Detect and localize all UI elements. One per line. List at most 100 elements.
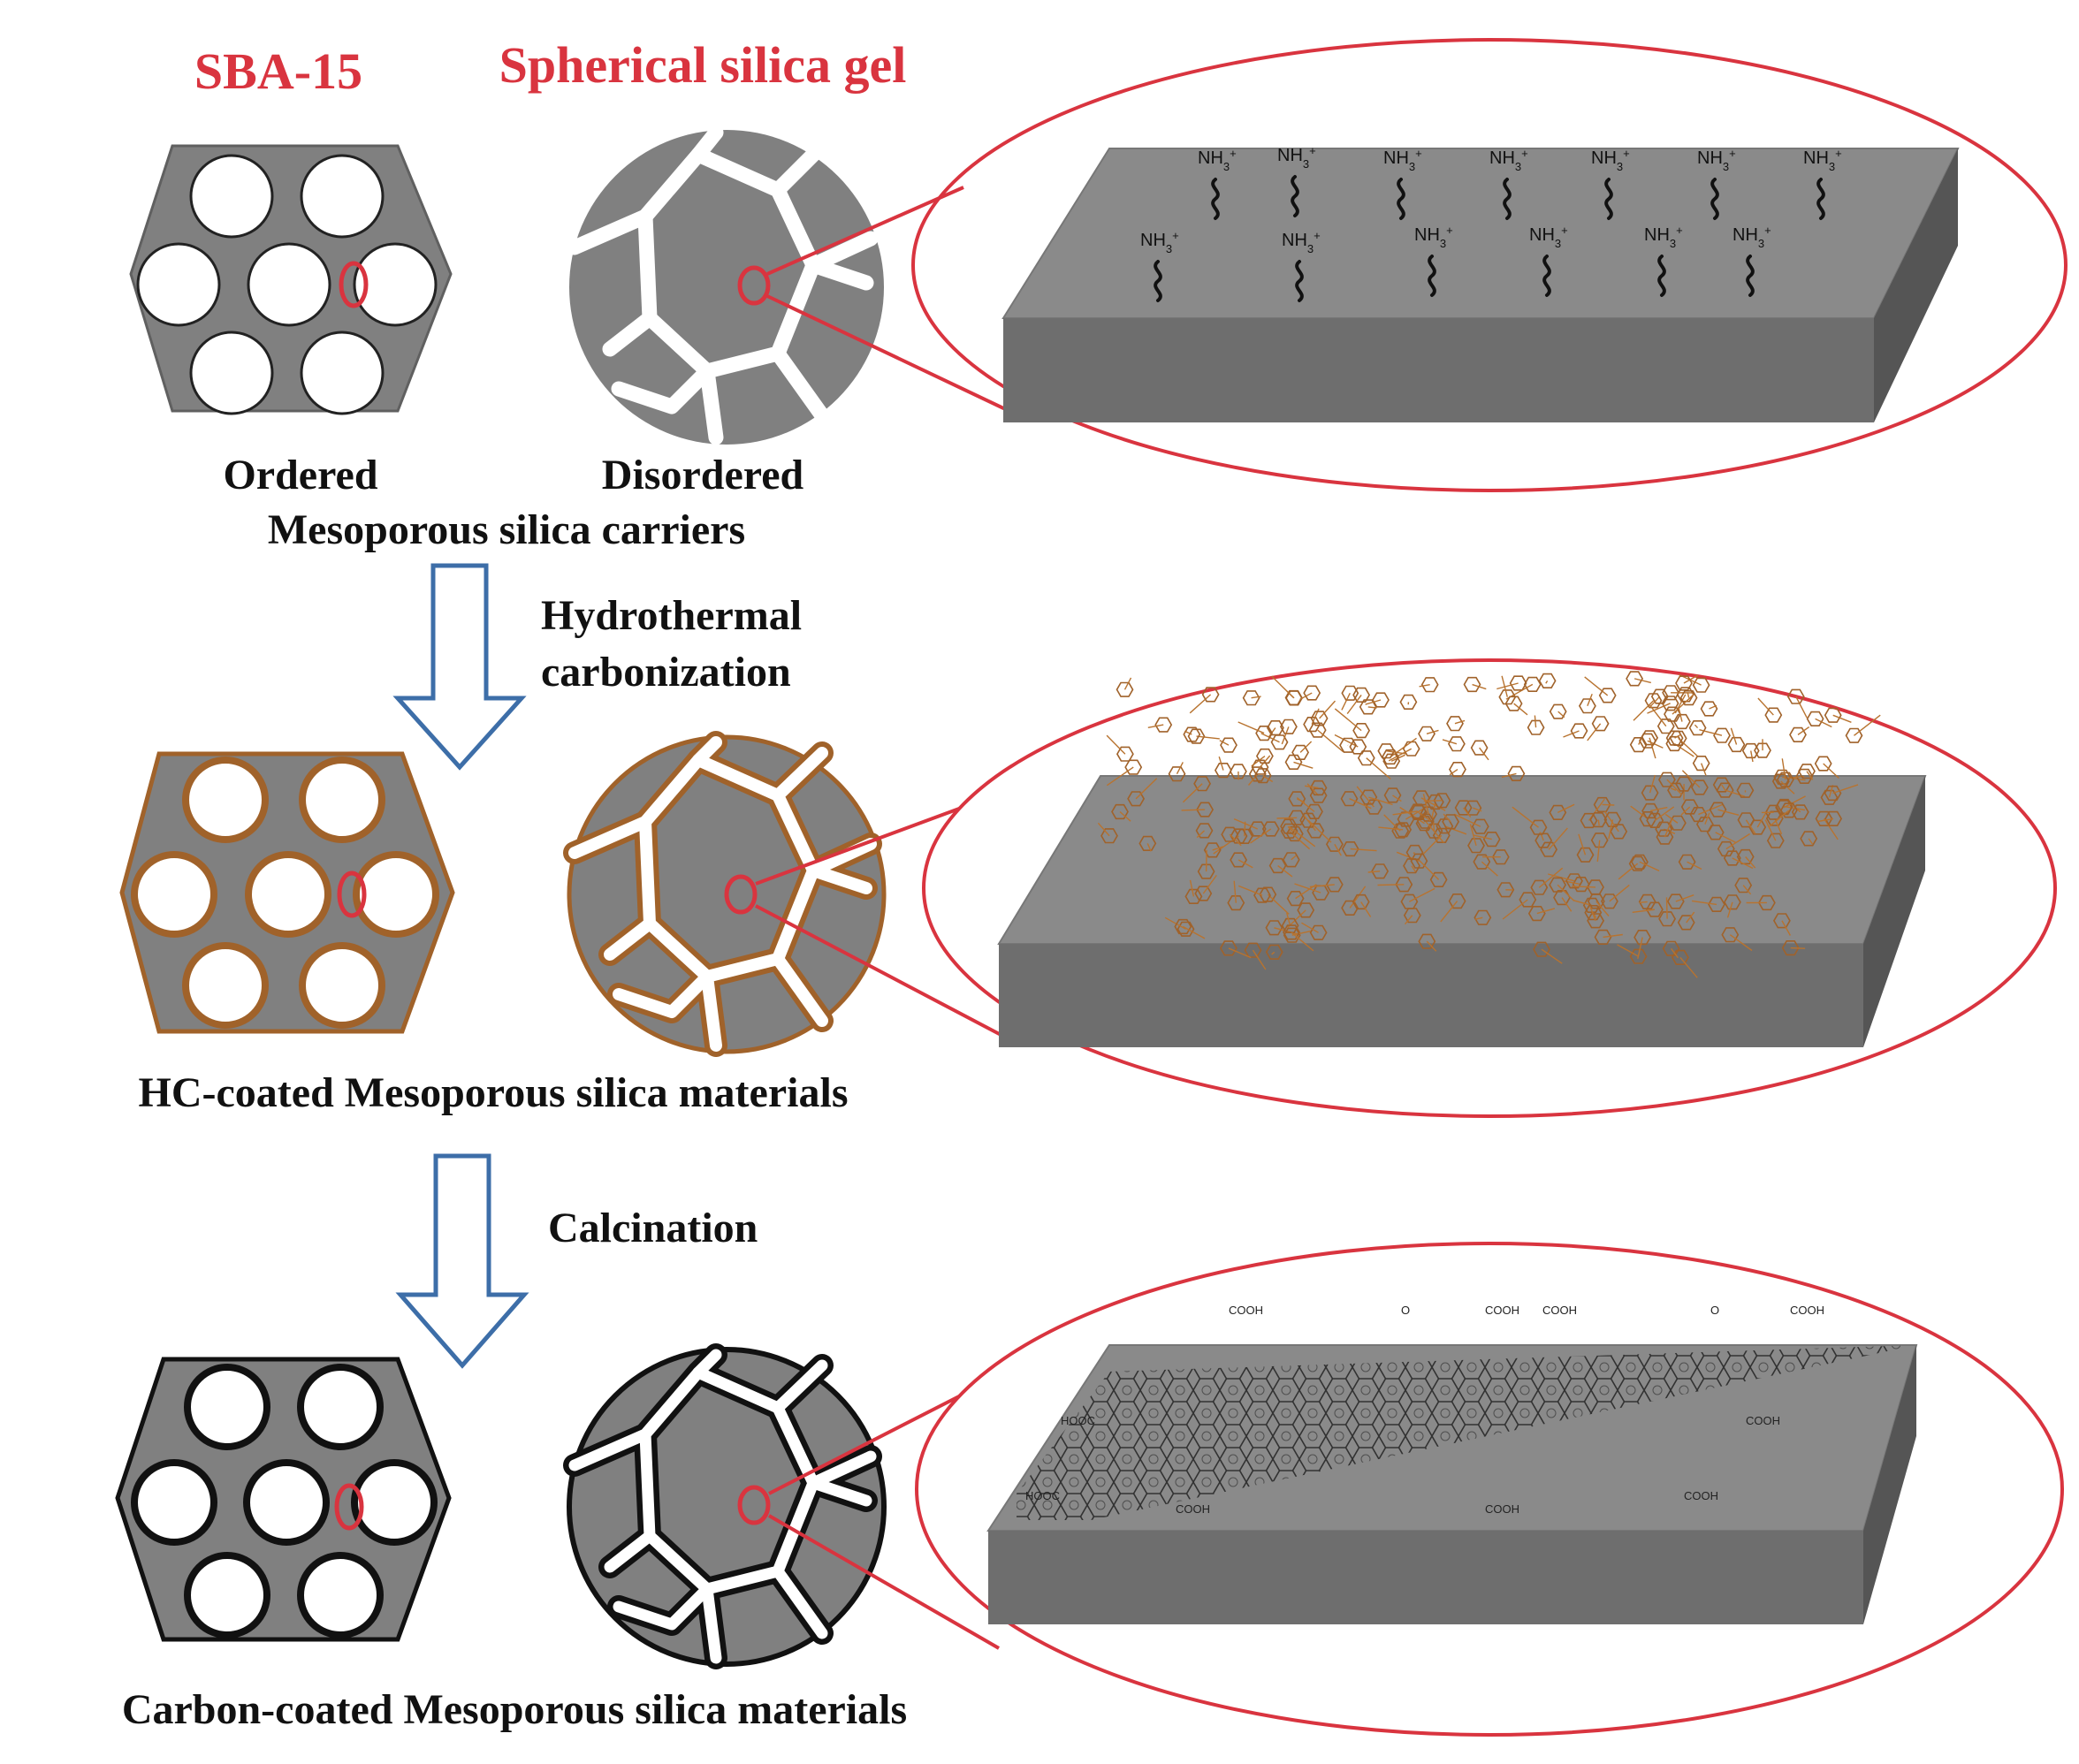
hydrochar-bond bbox=[1649, 774, 1656, 794]
hydrochar-bond bbox=[1679, 956, 1698, 978]
hydrochar-bond bbox=[1392, 810, 1418, 816]
hydrochar-bond bbox=[1422, 794, 1429, 815]
hydrochar-bond bbox=[1725, 833, 1750, 850]
hydrochar-ring bbox=[1382, 753, 1401, 769]
alkyl-chain bbox=[1428, 255, 1436, 297]
hydrochar-bond bbox=[1473, 807, 1482, 812]
hydrochar-bond bbox=[1377, 884, 1405, 886]
zoom-line bbox=[755, 807, 960, 886]
hydrochar-bond bbox=[1687, 692, 1690, 698]
hydrochar-bond bbox=[1797, 726, 1810, 735]
hydrochar-ring bbox=[1549, 804, 1567, 821]
hydrochar-bond bbox=[1664, 818, 1673, 838]
hydrochar-bond bbox=[1425, 820, 1444, 844]
hydrochar-ring bbox=[1467, 838, 1485, 854]
hydrochar-bond bbox=[1595, 901, 1610, 916]
hydrochar-bond bbox=[1238, 859, 1253, 869]
carbon-functional-group: O bbox=[1710, 1304, 1719, 1317]
hydrochar-ring bbox=[1655, 821, 1673, 837]
hydrochar-bond bbox=[1306, 783, 1320, 796]
hydrochar-bond bbox=[1806, 771, 1814, 780]
nh3-label: NH3+ bbox=[1489, 147, 1528, 173]
hydrochar-ring bbox=[1219, 940, 1238, 956]
hydrochar-ring bbox=[1798, 764, 1816, 779]
hydrochar-bond bbox=[1699, 729, 1723, 736]
hydrochar-ring bbox=[1281, 917, 1299, 933]
hydrochar-ring bbox=[1341, 840, 1359, 857]
process-arrow-down bbox=[392, 563, 527, 771]
hydrochar-ring bbox=[1789, 726, 1807, 743]
alkyl-chain bbox=[1604, 178, 1613, 220]
carbon-functional-group: COOH bbox=[1790, 1304, 1824, 1317]
hydrochar-ring bbox=[1253, 887, 1271, 903]
hydrochar-ring bbox=[1641, 802, 1660, 819]
amine-group: NH3+ bbox=[1198, 147, 1237, 220]
carbon-functional-group: HOOC bbox=[1025, 1489, 1060, 1502]
hydrochar-bond bbox=[1319, 700, 1336, 719]
hydrochar-bond bbox=[1742, 885, 1752, 895]
hydrochar-bond bbox=[1473, 834, 1492, 840]
hydrochar-ring bbox=[1519, 892, 1537, 908]
hydrochar-ring bbox=[1418, 726, 1436, 741]
hydrochar-bond bbox=[1453, 813, 1481, 827]
hydrochar-bond bbox=[1309, 884, 1335, 888]
hydrochar-ring bbox=[1303, 716, 1321, 733]
hydrochar-bond bbox=[1463, 807, 1472, 818]
hydrochar-ring bbox=[1127, 791, 1146, 807]
hydrochar-bond bbox=[1233, 818, 1259, 830]
alkyl-chain bbox=[1211, 178, 1220, 220]
hydrochar-bond bbox=[1783, 795, 1806, 809]
hydrochar-bond bbox=[1539, 832, 1544, 841]
hydrochar-bond bbox=[1229, 833, 1242, 847]
hydrochar-bond bbox=[1288, 830, 1311, 850]
hydrochar-bond bbox=[1817, 817, 1834, 823]
hydrochar-bond bbox=[1291, 855, 1297, 861]
hydrochar-ring bbox=[1372, 692, 1390, 708]
hydrochar-bond bbox=[1573, 900, 1592, 907]
hydrochar-ring bbox=[1589, 811, 1608, 828]
hydrochar-ring bbox=[1227, 894, 1245, 911]
hydrochar-ring bbox=[1775, 800, 1793, 816]
hydrochar-bond bbox=[1251, 696, 1261, 699]
hydrochar-bond bbox=[1184, 730, 1192, 735]
hydrochar-bond bbox=[1106, 734, 1126, 755]
nh3-label: NH3+ bbox=[1282, 229, 1321, 255]
hydrochar-ring bbox=[1578, 698, 1596, 714]
hydrochar-bond bbox=[1780, 780, 1795, 795]
hydrochar-bond bbox=[1715, 832, 1736, 843]
hydrochar-ring bbox=[1723, 850, 1741, 866]
hydrochar-bond bbox=[1634, 678, 1651, 684]
hydrochar-bond bbox=[1671, 947, 1679, 959]
amine-group: NH3+ bbox=[1591, 147, 1630, 220]
carbon-functional-group: COOH bbox=[1485, 1304, 1519, 1317]
hydrochar-ring bbox=[1644, 693, 1663, 709]
hydrochar-bond bbox=[1293, 761, 1314, 769]
hydrochar-bond bbox=[1260, 733, 1280, 743]
hydrochar-bond bbox=[1202, 874, 1217, 894]
hydrochar-bond bbox=[1365, 699, 1382, 705]
nh3-label: NH3+ bbox=[1414, 224, 1453, 250]
hydrochar-bond bbox=[1367, 871, 1381, 873]
hydrochar-ring bbox=[1661, 696, 1679, 711]
ordered-label: Ordered bbox=[223, 452, 377, 498]
hydrochar-bond bbox=[1189, 694, 1212, 714]
hydrochar-bond bbox=[1686, 911, 1695, 924]
hydrochar-ring bbox=[1533, 941, 1550, 957]
amine-group: NH3+ bbox=[1697, 147, 1736, 220]
hydrochar-bond bbox=[1750, 750, 1754, 763]
carbon-functional-group: COOH bbox=[1176, 1502, 1210, 1516]
hydrochar-ring bbox=[1534, 833, 1553, 848]
hydrochar-ring bbox=[1229, 764, 1247, 779]
hydrochar-ring bbox=[1288, 791, 1306, 807]
hydrochar-bond bbox=[1251, 755, 1266, 767]
step-hydrothermal-line2: carbonization bbox=[541, 649, 791, 696]
hydrochar-ring bbox=[1124, 759, 1143, 775]
alkyl-chain bbox=[1816, 178, 1825, 220]
hydrochar-bond bbox=[1638, 739, 1642, 745]
hydrochar-bond bbox=[1189, 879, 1195, 897]
hydrochar-ring bbox=[1357, 750, 1375, 766]
hydrochar-ring bbox=[1214, 762, 1232, 779]
hydrochar-bond bbox=[1097, 822, 1110, 837]
hydrochar-ring bbox=[1800, 831, 1818, 847]
hydrochar-bond bbox=[1404, 915, 1413, 925]
